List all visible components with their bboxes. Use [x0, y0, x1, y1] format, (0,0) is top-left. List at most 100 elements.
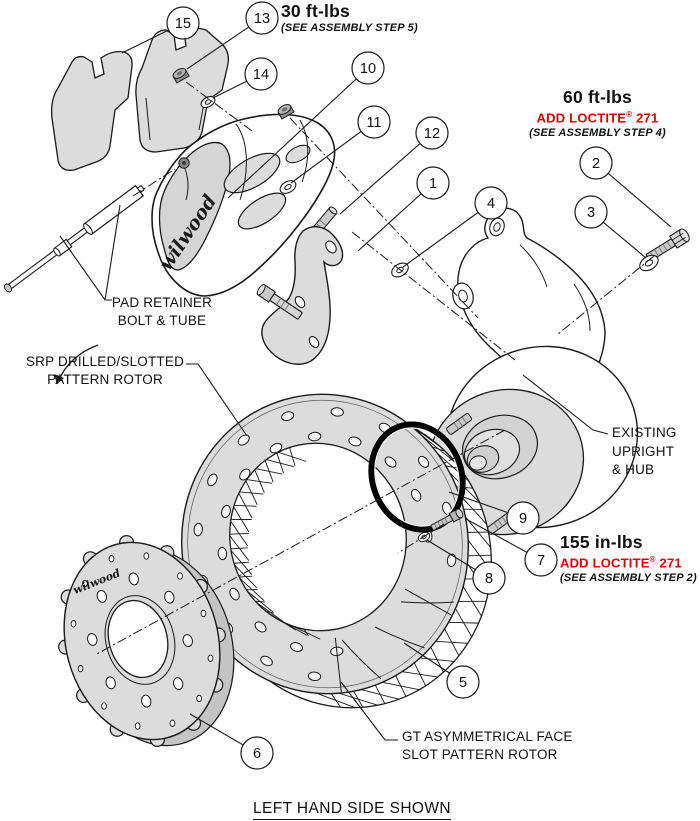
bracket-body: [261, 226, 344, 365]
pad-retainer-bolt-tube: [3, 184, 145, 293]
callout-circle: [245, 1, 279, 35]
callout-9: 9: [506, 501, 540, 535]
rotor-drill-hole: [307, 671, 322, 681]
vane-hatch-line: [435, 640, 468, 644]
callout-number: 14: [253, 67, 269, 83]
callout-number: 6: [253, 746, 261, 762]
label-leader-lines: [59, 204, 609, 741]
bracket-hole-low: [308, 336, 320, 348]
callout-circle: [472, 561, 506, 595]
rotor-drill-hole: [229, 587, 240, 601]
nut-13a: [172, 67, 190, 84]
hat-bolt-holes: [87, 572, 193, 708]
upright-boss-top-hole: [493, 222, 501, 232]
hat-edge-hole: [108, 555, 115, 563]
callout-number: 8: [485, 571, 493, 587]
rotor-drill-hole: [193, 522, 203, 537]
callout-12: 12: [415, 116, 449, 150]
rotor-drill-hole: [254, 621, 267, 633]
hat-bolt-hole: [164, 590, 175, 604]
inner-vane-hatch-line: [256, 602, 284, 622]
callout-leader-lines: [121, 17, 672, 754]
nut-13b: [277, 103, 295, 120]
inner-vane-hatch-line: [254, 469, 265, 493]
hat-edge-hole: [207, 654, 214, 662]
washer-14: [200, 95, 216, 109]
inner-vane-hatch-line: [238, 493, 253, 519]
rotor-drill-hole: [221, 504, 231, 519]
vane-hatch-line: [402, 671, 438, 678]
hat-edge-hole: [177, 572, 183, 580]
callout-circle: [357, 105, 391, 139]
callout-3: 3: [574, 195, 608, 229]
hat-edge-hole: [200, 609, 207, 618]
rotor-drill-hole: [260, 655, 273, 667]
hat-edge-hole: [169, 719, 176, 727]
callout-circle: [574, 195, 608, 229]
vane-hatch-line: [468, 554, 492, 557]
callout-number: 12: [424, 126, 440, 142]
callout-number: 3: [587, 205, 595, 221]
hat-edge-hole: [143, 552, 150, 560]
inner-vane-hatch-line: [245, 480, 258, 506]
vane-hatch-line: [316, 692, 356, 709]
rotor-drill-hole: [281, 411, 295, 422]
callout-4: 4: [474, 186, 508, 220]
callout-8: 8: [472, 561, 506, 595]
rotor-slot: [341, 639, 382, 679]
hat-edge-hole: [196, 694, 202, 703]
callout-circle: [351, 51, 385, 85]
callout-circle: [524, 543, 558, 577]
rotor-slots: [334, 588, 454, 693]
inner-vane-hatch-line: [247, 590, 274, 613]
inner-vane-hatch-line: [289, 447, 296, 467]
bolt-7: [430, 508, 464, 531]
rotor-center-opening: [229, 442, 407, 632]
rotor-drill-hole: [207, 473, 218, 487]
callout-number: 2: [592, 156, 600, 172]
retainer-collar: [53, 238, 73, 257]
vane-hatch-line: [382, 681, 420, 691]
callout-7: 7: [524, 543, 558, 577]
hat-bolt-hole: [141, 694, 152, 708]
hat-edge-hole: [70, 620, 77, 628]
hat-bolt-hole: [87, 633, 98, 646]
vane-hatch-line: [360, 689, 400, 700]
caliper-bracket: [261, 226, 344, 365]
vane-hatch-line: [448, 621, 479, 624]
caliper-piston-bore: [285, 144, 311, 164]
inner-vane-hatch-line: [229, 535, 250, 561]
callout-circle: [579, 146, 613, 180]
hat-edge-hole: [134, 722, 141, 730]
caliper-logo-plate: [158, 141, 231, 271]
bracket-hole-top: [325, 240, 337, 254]
hat-bolt-hole: [128, 572, 139, 586]
caliper-bridge-window-2: [237, 192, 287, 230]
callout-circle: [240, 736, 274, 770]
upright-contours: [519, 244, 591, 332]
brake-pads: [50, 27, 230, 171]
hat-edge-hole: [101, 702, 107, 710]
inner-vane-hatch-line: [234, 564, 258, 589]
callout-number: 13: [254, 11, 270, 27]
rotor: [54, 344, 492, 709]
rotor-rotation-arrowhead: [54, 374, 64, 384]
caliper-bleed-screw-center: [182, 161, 186, 165]
callout-10: 10: [351, 51, 385, 85]
retainer-tube: [83, 184, 144, 235]
callout-circle: [506, 501, 540, 535]
rotor-drill-hole: [307, 431, 322, 442]
rotor-drill-hole: [384, 456, 397, 468]
vane-hatch-line: [432, 446, 446, 452]
bracket-hole-mid: [294, 296, 306, 308]
callout-circle: [415, 116, 449, 150]
callout-2: 2: [579, 146, 613, 180]
hat-bolt-hole: [182, 634, 193, 647]
rotor-hat: wilwood: [58, 535, 235, 747]
callout-number: 7: [537, 553, 545, 569]
rotor-drill-hole: [330, 407, 344, 417]
callout-5: 5: [446, 665, 480, 699]
callout-11: 11: [357, 105, 391, 139]
rotor-slot: [374, 626, 425, 649]
